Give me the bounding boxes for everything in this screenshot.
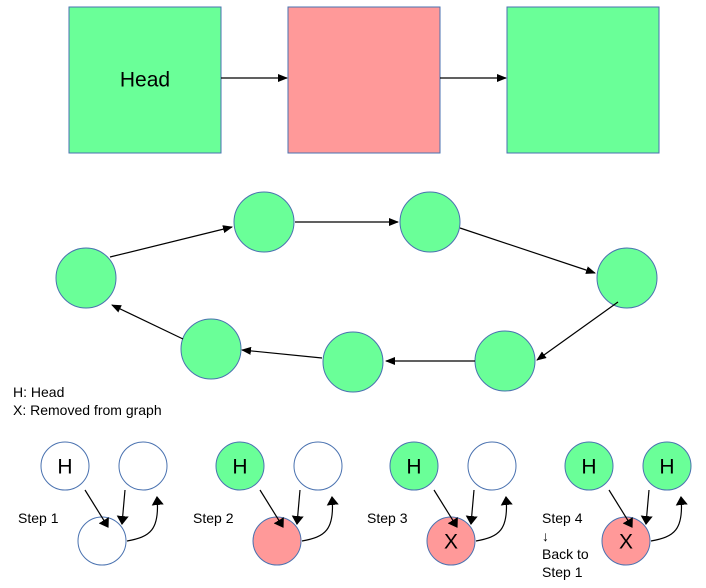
list-node-label: Head (120, 69, 170, 92)
list-node (506, 6, 660, 154)
step-node-right (118, 441, 168, 491)
step-edge (116, 489, 129, 525)
ring-edge (459, 227, 596, 274)
list-node-box (506, 6, 660, 154)
step-node-left-label: H (406, 456, 421, 479)
step-return-edge (650, 496, 688, 542)
step-label: Step 2 (193, 510, 234, 526)
ring-node (233, 191, 295, 253)
step-1: H Step 1 (18, 441, 168, 566)
top-linked-list: Head (68, 6, 660, 154)
legend-line: X: Removed from graph (13, 402, 162, 418)
legend: H: Head X: Removed from graph (13, 384, 162, 418)
ring-edge (241, 346, 323, 359)
ring-edge (536, 301, 619, 361)
legend-line: H: Head (13, 384, 64, 400)
ring-edge (111, 304, 184, 340)
step-edge (433, 489, 458, 528)
step-4: H H X Step 4 ↓ Back to Step 1 (542, 441, 692, 580)
step-node-left-label: H (57, 456, 72, 479)
ring-graph (55, 191, 658, 393)
list-node: Head (68, 6, 222, 154)
step-node-bottom (252, 516, 302, 566)
step-edge (84, 489, 109, 528)
ring-node (474, 330, 536, 392)
step-edge (465, 489, 478, 525)
step-note: ↓ (542, 528, 549, 544)
step-node-left (564, 441, 614, 491)
step-node-left-label: H (232, 456, 247, 479)
step-node-right (642, 441, 692, 491)
list-node-box (68, 6, 222, 154)
step-label: Step 3 (367, 510, 408, 526)
step-node-left (389, 441, 439, 491)
steps-section: H Step 1 H Step 2 H X Step 3 H H X Step 4 ↓ Back to S… (18, 441, 692, 580)
ring-node (399, 191, 461, 253)
step-edge (259, 489, 284, 528)
ring-node (596, 247, 658, 309)
step-node-right (467, 441, 517, 491)
step-edge (608, 489, 633, 528)
ring-node (322, 331, 384, 393)
step-edge (640, 489, 653, 525)
step-3: H X Step 3 (367, 441, 517, 566)
step-label: Step 4 (542, 510, 583, 526)
step-node-bottom-label: X (444, 531, 458, 554)
step-node-bottom (77, 516, 127, 566)
step-node-bottom-label: X (619, 531, 633, 554)
step-note: Step 1 (542, 564, 583, 580)
step-edge (291, 489, 304, 525)
step-node-left (40, 441, 90, 491)
step-label: Step 1 (18, 510, 59, 526)
list-node-box (287, 6, 441, 154)
step-2: H Step 2 (193, 441, 343, 566)
ring-edge (109, 225, 233, 258)
step-node-left-label: H (581, 456, 596, 479)
ring-node (180, 318, 242, 380)
list-node (287, 6, 441, 154)
step-return-edge (126, 496, 164, 542)
step-node-right (293, 441, 343, 491)
step-note: Back to (542, 546, 589, 562)
step-return-edge (475, 496, 513, 542)
step-return-edge (301, 496, 339, 542)
ring-node (55, 247, 117, 309)
step-node-right-label: H (659, 456, 674, 479)
step-node-left (215, 441, 265, 491)
